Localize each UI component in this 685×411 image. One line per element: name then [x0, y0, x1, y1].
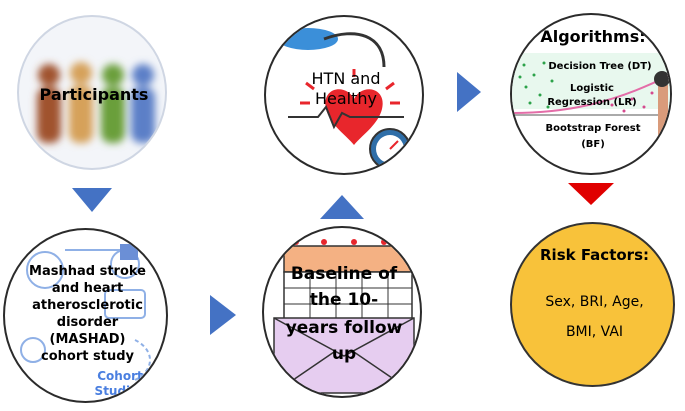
mashad-line-5: (MASHAD): [49, 332, 126, 347]
baseline-node: Baseline of the 10- years follow up: [262, 226, 422, 398]
algorithm-item-lr-2: Regression (LR): [547, 97, 637, 108]
arrow-up-baseline: [320, 195, 364, 219]
participants-label: Participants: [39, 85, 149, 104]
arrow-down-algorithms: [568, 183, 614, 205]
cohort-graphic: [20, 244, 155, 381]
arrow-right-htn: [457, 72, 481, 112]
risk-factors-node: Risk Factors: Sex, BRI, Age, BMI, VAI: [510, 222, 675, 387]
baseline-line-4: up: [331, 344, 357, 364]
cohort-watermark-1: Cohort: [97, 369, 143, 383]
mashad-line-3: atherosclerotic: [32, 298, 143, 313]
htn-healthy-node: HTN and Healthy: [264, 15, 424, 175]
scatter-background: [512, 53, 670, 145]
heart-monitor-icon: [276, 28, 411, 170]
algorithm-item-lr-1: Logistic: [570, 83, 614, 94]
baseline-line-3: years follow: [285, 318, 403, 338]
algorithm-item-bf-1: Bootstrap Forest: [545, 123, 641, 134]
mashad-line-6: cohort study: [41, 349, 134, 364]
risk-factors-line-2: BMI, VAI: [565, 324, 624, 340]
htn-label-line1: HTN and: [311, 69, 381, 88]
baseline-line-2: the 10-: [309, 290, 379, 310]
participants-node: Participants: [17, 15, 167, 170]
arrow-right-mashad: [210, 295, 236, 335]
baseline-line-1: Baseline of: [290, 264, 398, 284]
htn-label-line2: Healthy: [314, 89, 377, 108]
mashad-line-4: disorder: [56, 315, 119, 330]
people-icon: [37, 62, 155, 143]
mashad-line-1: Mashhad stroke: [29, 264, 146, 279]
cohort-watermark-2: Studies: [94, 384, 146, 398]
mashad-line-2: and heart: [51, 281, 124, 296]
algorithm-item-dt: Decision Tree (DT): [548, 61, 652, 72]
algorithms-node: Algorithms: Decision Tree (DT) Logistic …: [510, 13, 672, 175]
algorithm-item-bf-2: (BF): [581, 139, 605, 150]
calendar-envelope-icon: [273, 239, 415, 394]
arrow-down-participants: [72, 188, 112, 212]
risk-factors-line-1: Sex, BRI, Age,: [545, 294, 644, 310]
algorithms-title: Algorithms:: [540, 27, 646, 46]
mashad-node: Mashhad stroke and heart atherosclerotic…: [3, 228, 168, 403]
risk-factors-title: Risk Factors:: [540, 246, 649, 264]
